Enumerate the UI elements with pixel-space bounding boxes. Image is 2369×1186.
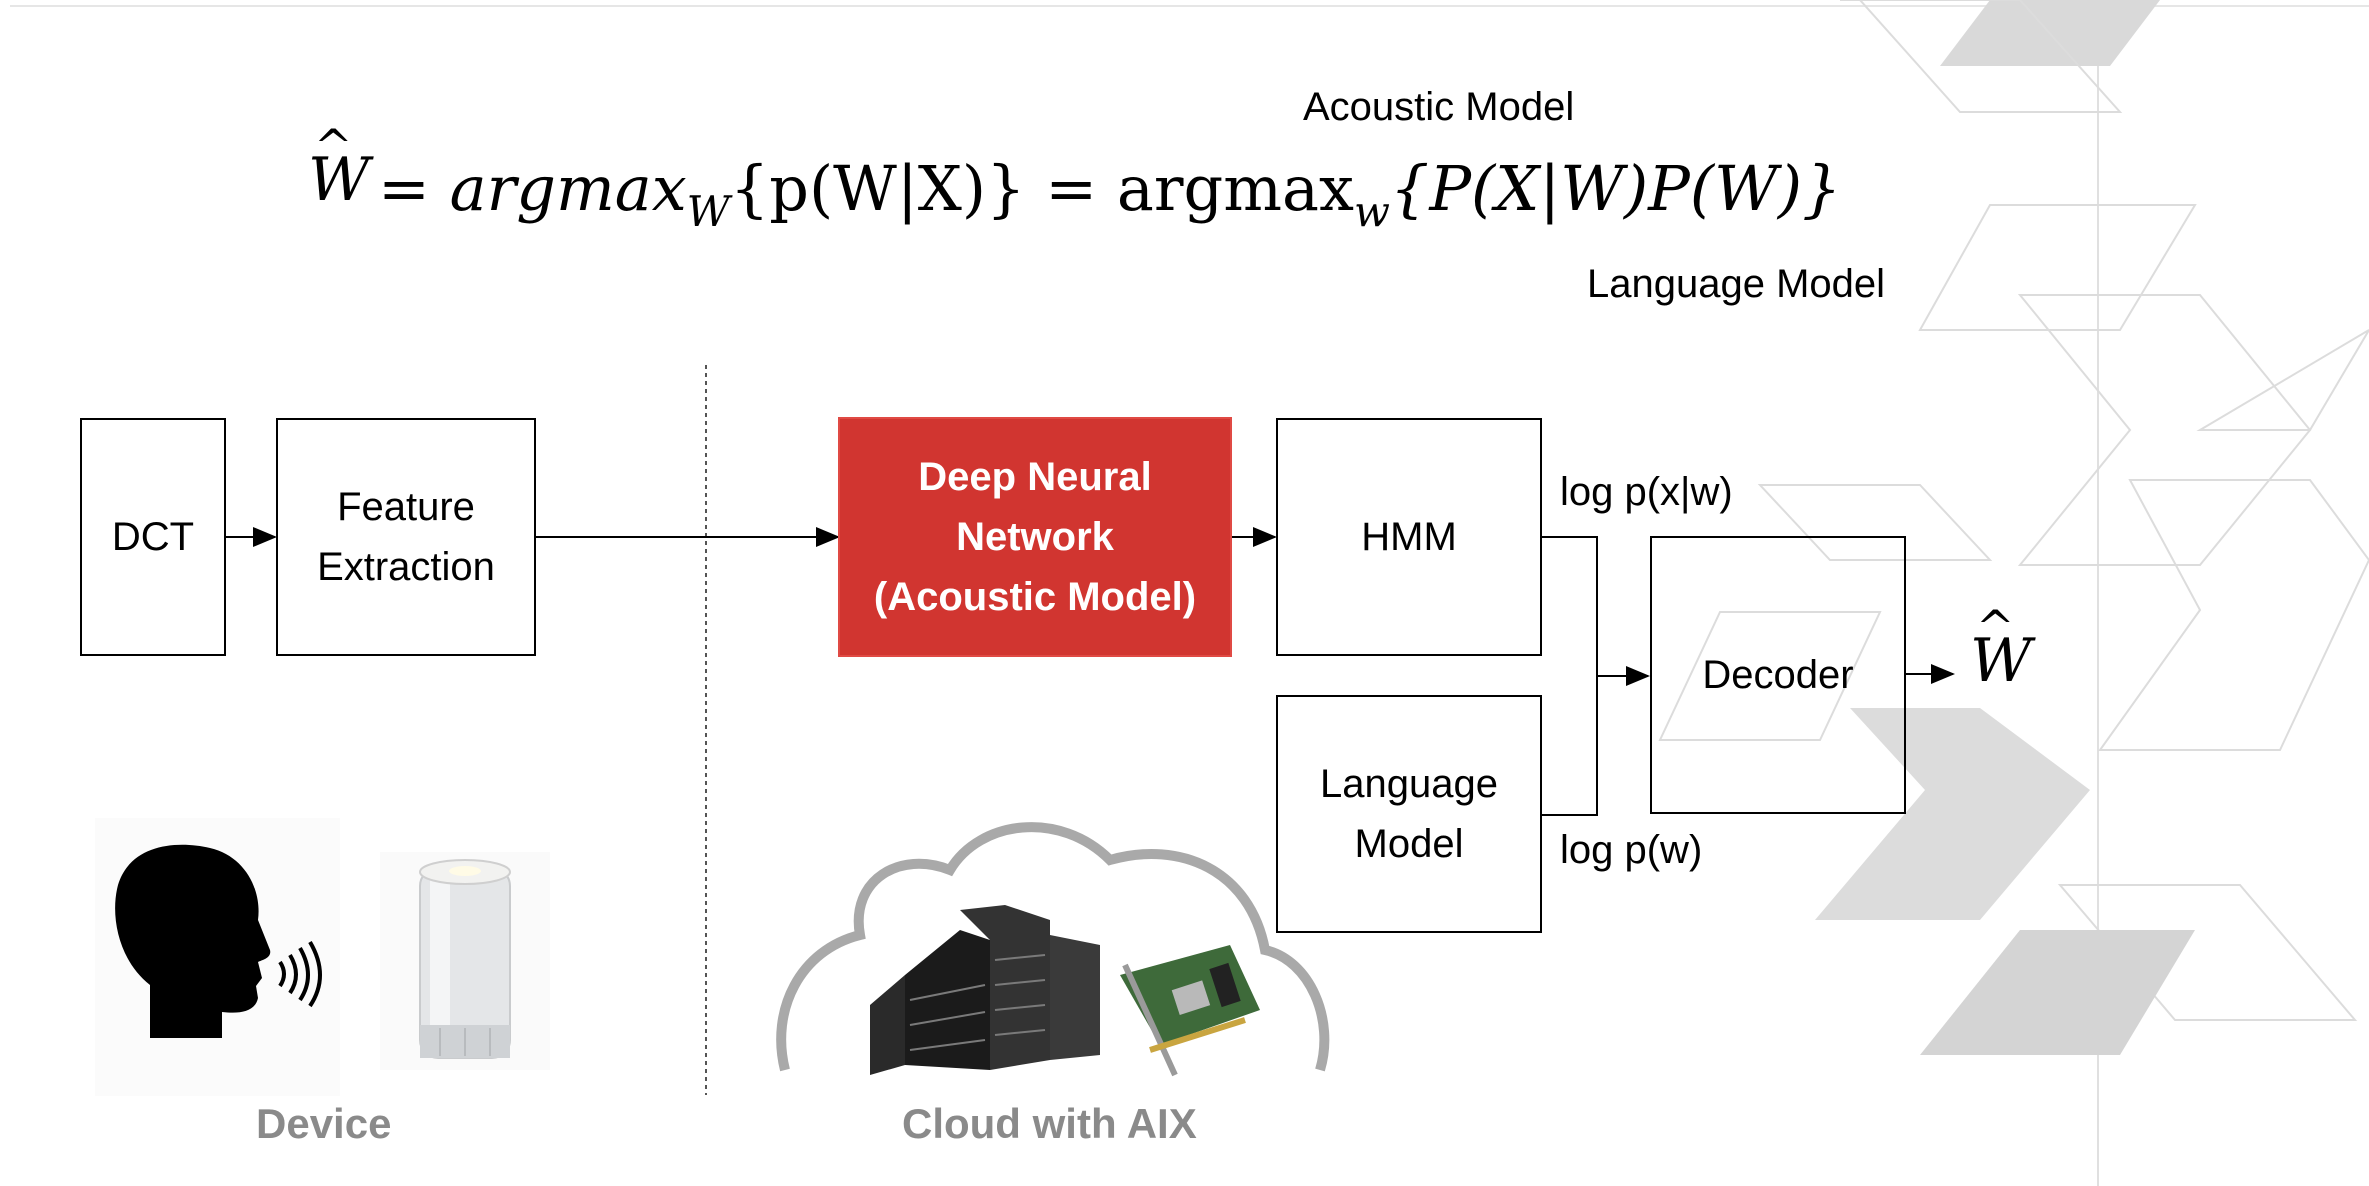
output-w-letter: W	[1970, 626, 2032, 696]
formula-w-hat: ^ W	[308, 119, 370, 215]
feature-extraction-block: Feature Extraction	[276, 418, 536, 656]
formula-argmax-1: = argmax	[378, 152, 687, 225]
output-w-hat: ^ W	[1970, 600, 2032, 696]
formula: = argmaxW{p(W|X)} = argmaxw{P(X|W)P(W)}	[378, 152, 1841, 236]
decoder-block: Decoder	[1650, 536, 1906, 814]
formula-middle: {p(W|X)} = argmax	[729, 152, 1354, 225]
output-hat-accent: ^	[1976, 600, 2015, 654]
formula-w-letter: W	[308, 145, 370, 215]
server-rack-icon	[870, 905, 1100, 1075]
language-model-block: Language Model	[1276, 695, 1542, 933]
log-p-x-given-w-label: log p(x|w)	[1560, 470, 1733, 514]
formula-sub-2: w	[1353, 187, 1390, 236]
formula-tail: {P(X|W)P(W)}	[1389, 152, 1842, 225]
deep-neural-network-block: Deep Neural Network (Acoustic Model)	[838, 417, 1232, 657]
language-model-annotation: Language Model	[1587, 262, 1886, 306]
formula-sub-1: W	[686, 187, 730, 236]
smart-speaker-icon	[380, 852, 550, 1070]
speaking-head-icon	[95, 818, 340, 1096]
hmm-block: HMM	[1276, 418, 1542, 656]
acoustic-model-annotation: Acoustic Model	[1303, 85, 1575, 129]
accelerator-card-icon	[1120, 945, 1260, 1077]
hat-accent: ^	[314, 119, 353, 173]
cloud-icon	[776, 822, 1330, 1072]
device-caption: Device	[256, 1100, 392, 1147]
dct-block: DCT	[80, 418, 226, 656]
cloud-caption: Cloud with AIX	[902, 1100, 1197, 1147]
log-p-w-label: log p(w)	[1560, 828, 1703, 872]
